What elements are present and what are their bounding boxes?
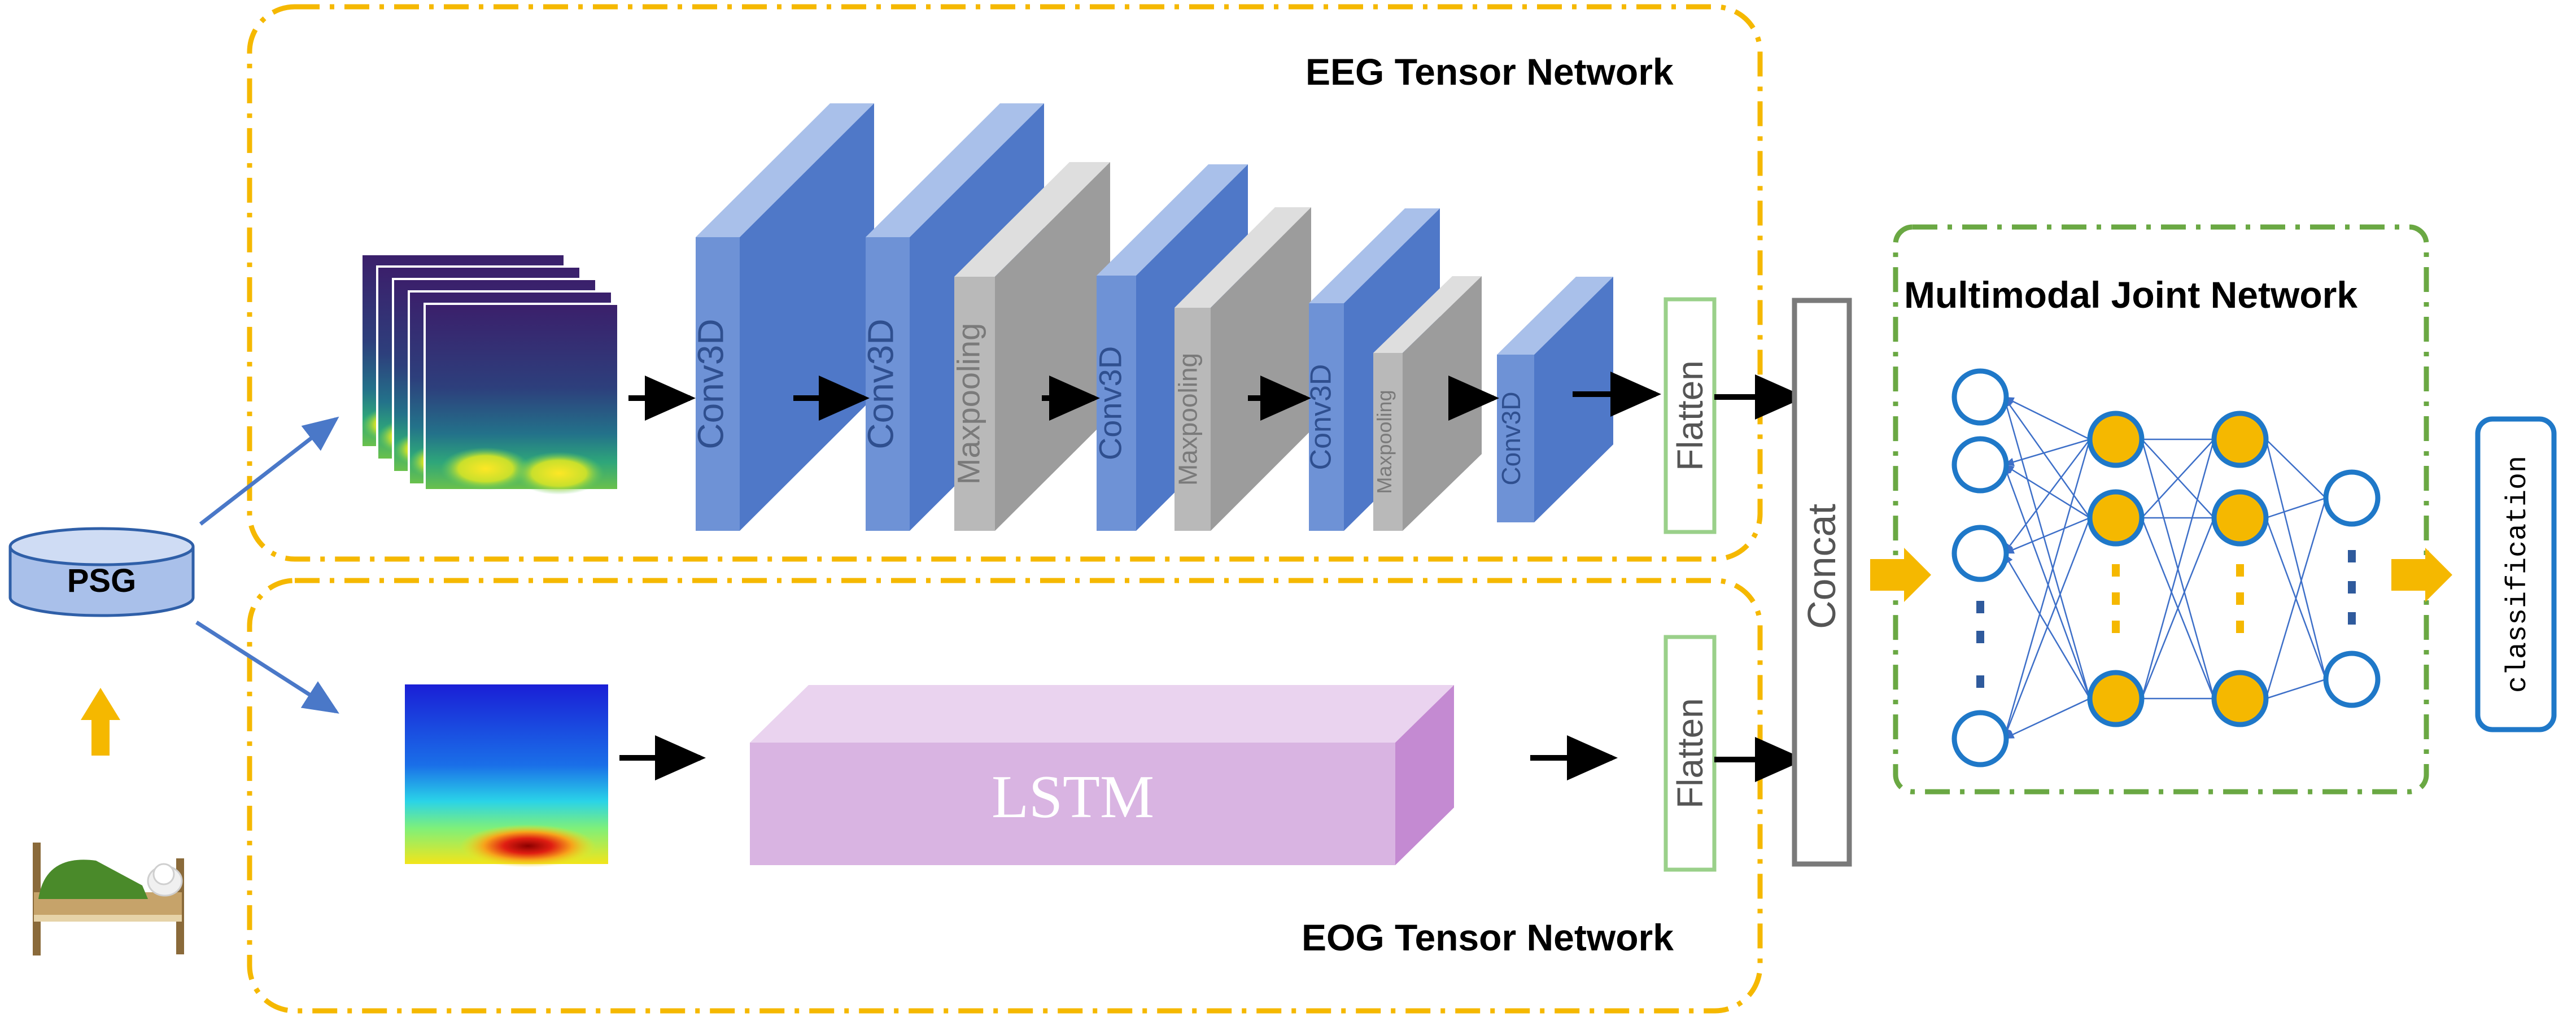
maxpooling-block: Maxpooling (951, 162, 1110, 531)
network-edge (2003, 553, 2091, 699)
eeg-flatten-label: Flatten (1670, 360, 1710, 471)
eog-network-title: EOG Tensor Network (1302, 917, 1674, 958)
cnn-layers: Conv3D Conv3D Maxpooling Conv3D Maxpooling Co… (690, 103, 1661, 531)
network-edge (2141, 439, 2215, 518)
eog-flatten-box (1664, 635, 1717, 872)
ellipsis-dot (2236, 564, 2244, 577)
maxpooling-label: Maxpooling (1373, 390, 1396, 494)
eeg-network-frame (247, 4, 1763, 562)
joint-to-output-arrow (2391, 548, 2452, 602)
eeg-input-stack (360, 253, 619, 495)
network-edge (2003, 438, 2090, 466)
psg-database-icon (8, 527, 195, 617)
conv3d-block: Conv3D (690, 103, 874, 531)
network-edge (2003, 396, 2090, 440)
network-edge (2003, 464, 2091, 699)
joint-network-title: Multimodal Joint Network (1904, 274, 2357, 316)
eeg-network-title: EEG Tensor Network (1306, 51, 1674, 93)
ellipsis-dot (1976, 631, 1984, 643)
psg-to-eeg-arrow (199, 416, 339, 526)
network-node (1951, 525, 2009, 582)
maxpooling-label: Maxpooling (1173, 353, 1203, 486)
network-edge (2265, 439, 2326, 499)
concat-label: Concat (1800, 504, 1844, 629)
network-edge (2002, 439, 2091, 739)
ellipsis-dot (2112, 564, 2120, 577)
network-edge (2002, 396, 2091, 699)
eeg-flatten-box (1664, 297, 1717, 534)
network-edge (2003, 464, 2090, 519)
eog-network-frame (247, 578, 1763, 1014)
network-node (2211, 670, 2269, 727)
network-edge (2003, 517, 2091, 739)
network-edge (2003, 439, 2090, 554)
network-edge (2265, 678, 2326, 700)
maxpooling-block: Maxpooling (1373, 276, 1482, 531)
network-connections (2002, 396, 2327, 740)
network-edge (2265, 439, 2327, 680)
network-node (2087, 670, 2145, 727)
conv3d-label: Conv3D (1092, 346, 1128, 460)
psg-to-eog-arrow (195, 621, 339, 714)
conv3d-label: Conv3D (860, 318, 901, 449)
network-node (2211, 411, 2269, 468)
lstm-label: LSTM (992, 763, 1154, 831)
conv3d-label: Conv3D (1496, 391, 1526, 485)
maxpooling-block: Maxpooling (1173, 207, 1311, 531)
ellipsis-dot (1976, 601, 1984, 613)
network-edge (2141, 517, 2215, 699)
eog-flatten-label: Flatten (1670, 698, 1710, 809)
conv3d-block: Conv3D (1496, 277, 1613, 522)
network-edge (2265, 497, 2326, 519)
network-edge (2141, 439, 2215, 699)
network-node (2323, 469, 2381, 527)
up-arrow-icon (81, 688, 120, 756)
sleeping-patient-icon (33, 843, 184, 955)
conv3d-label: Conv3D (690, 318, 731, 449)
lstm-block (750, 685, 1454, 865)
classification-output-box (2475, 416, 2557, 732)
network-node (1951, 710, 2009, 767)
joint-network-frame (1893, 224, 2429, 795)
network-node (2211, 489, 2269, 547)
network-edge (2003, 697, 2090, 740)
psg-label: PSG (67, 562, 137, 599)
eog-input-heatmap (405, 684, 608, 867)
concat-to-joint-arrow (1870, 548, 1931, 602)
ellipsis-dot (2348, 581, 2356, 594)
ellipsis-dot (2236, 621, 2244, 633)
ellipsis-dot (2112, 592, 2120, 605)
network-node (1951, 436, 2009, 494)
ellipsis-dot (1976, 675, 1984, 688)
conv3d-label: Conv3D (1304, 364, 1337, 470)
ellipsis-dot (2112, 621, 2120, 633)
network-node (1951, 368, 2009, 426)
network-node (2087, 411, 2145, 468)
ellipsis-dot (2236, 592, 2244, 605)
classification-label: classification (2502, 456, 2534, 693)
ellipsis-dot (2348, 550, 2356, 562)
network-node (2323, 651, 2381, 708)
network-edge (2003, 517, 2090, 555)
network-edge (2003, 396, 2091, 518)
concat-box (1792, 298, 1852, 867)
network-nodes (1951, 368, 2381, 767)
network-node (2087, 489, 2145, 547)
network-edge (2265, 498, 2327, 699)
maxpooling-label: Maxpooling (951, 323, 986, 485)
ellipsis-dot (2348, 612, 2356, 625)
